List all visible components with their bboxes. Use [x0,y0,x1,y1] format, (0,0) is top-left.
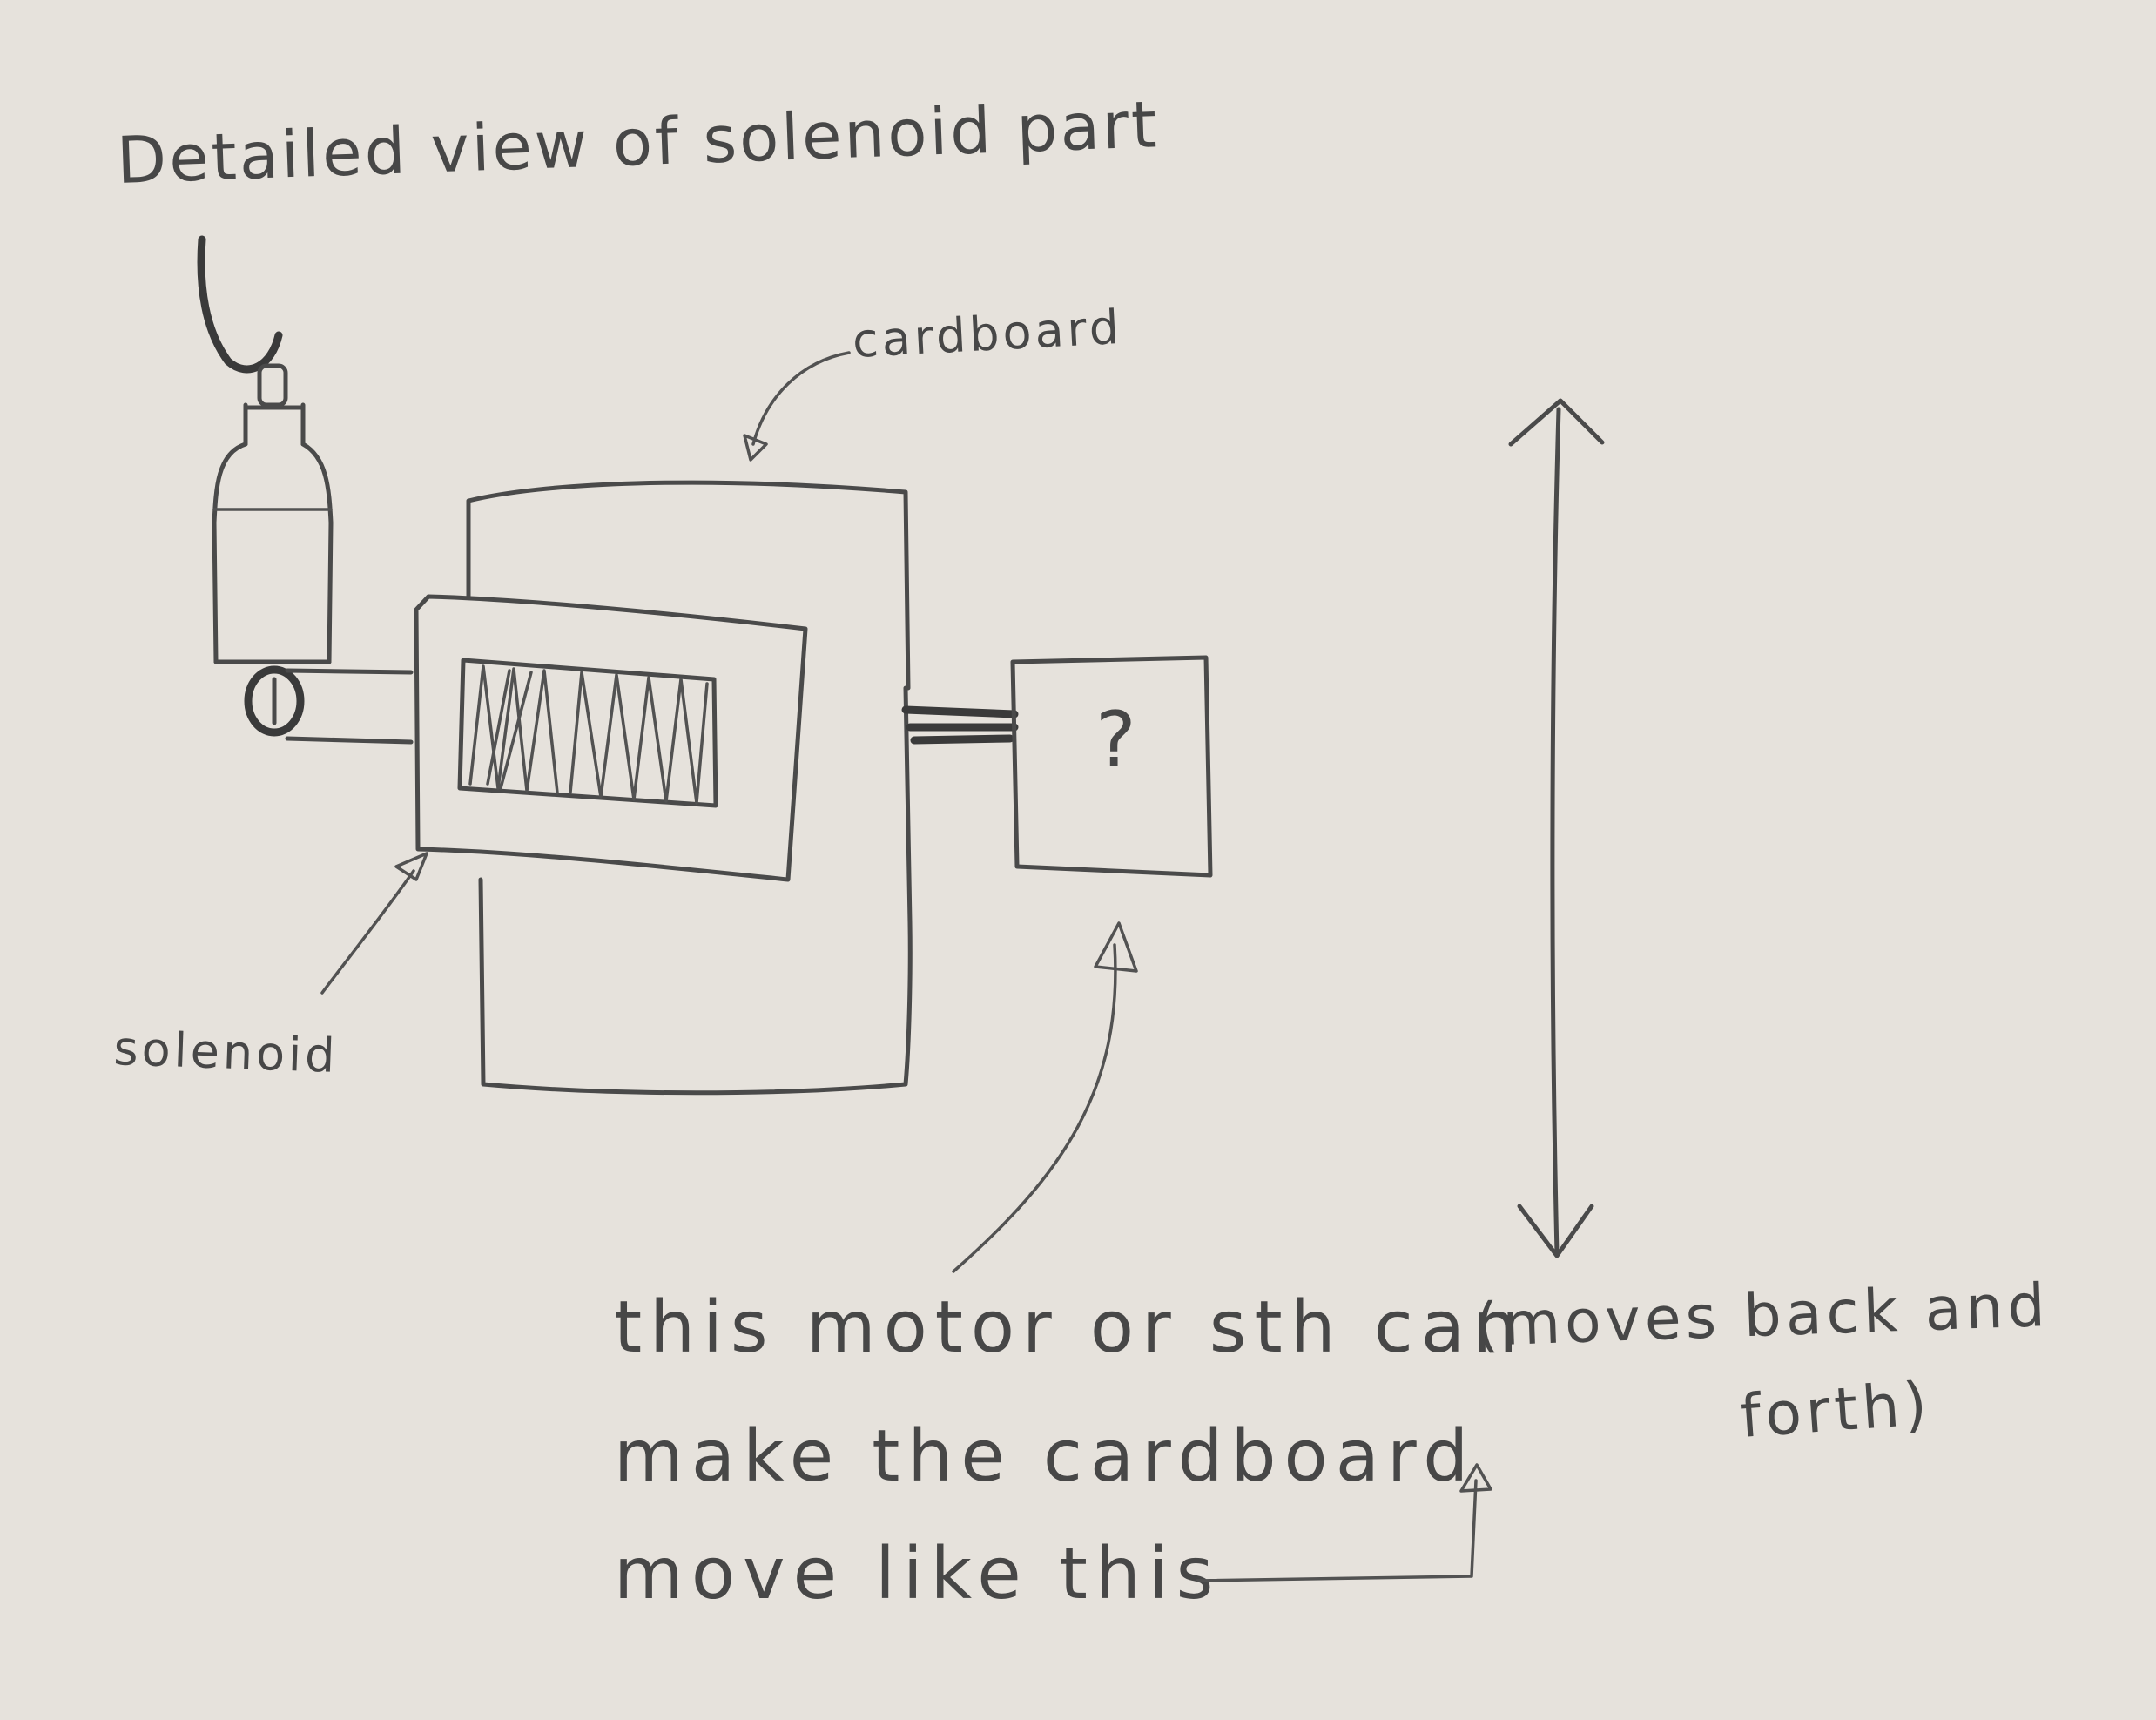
diagram-title: Detailed view of solenoid part [116,87,1161,199]
unknown-box-label: ? [1095,695,1136,785]
battery-cylinder [212,363,334,664]
cardboard-pointer-arrow [743,351,851,462]
cardboard-label: cardboard [851,300,1123,368]
solenoid-label: solenoid [113,1021,340,1083]
aside-line-2: forth) [1738,1370,1934,1452]
wire-hook [197,235,283,374]
note-line-2: make the cardboard [614,1415,1476,1498]
aside-line-1: (moves back and [1474,1271,2051,1360]
cardboard-panel [466,480,913,1096]
note-line-3: move like this [614,1533,1221,1615]
note-line-1: this motor or sth can [614,1286,1526,1369]
solenoid-pointer-arrow [320,852,428,995]
solenoid-housing [414,594,808,882]
motion-double-arrow [1508,398,1605,1258]
pivot-rod [244,665,414,745]
note-pointer-arrow [952,921,1138,1273]
connector-shaft [901,705,1019,745]
unknown-box [1010,655,1213,878]
solenoid-coil [457,658,718,808]
aside-pointer-arrow [1196,1463,1492,1582]
